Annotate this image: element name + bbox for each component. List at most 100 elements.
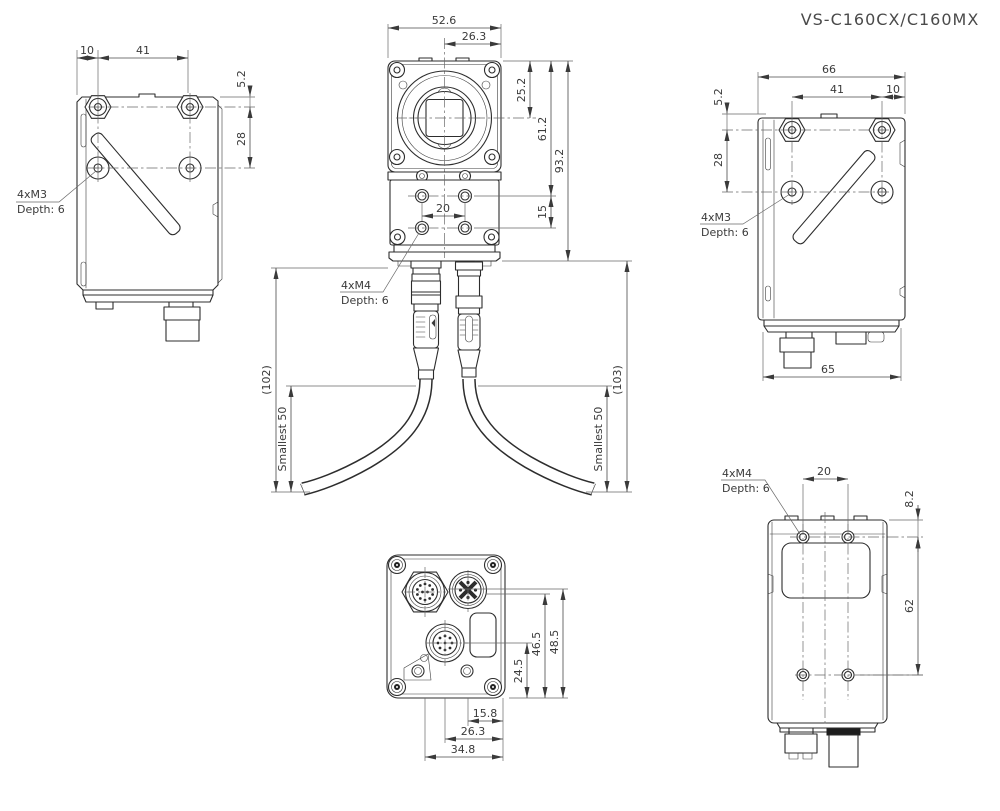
- dim-24-5: 24.5: [512, 659, 525, 684]
- connector-box-right-view: [779, 337, 815, 353]
- aux-stub: [95, 301, 114, 310]
- vent-slot-top: [80, 113, 87, 148]
- side-edge-lines: [771, 521, 884, 721]
- aux-block: [835, 331, 867, 345]
- connector-foot-2: [802, 752, 813, 760]
- note-thread-m3-right: 4xM3: [701, 211, 731, 224]
- note-depth-top: Depth: 6: [722, 482, 770, 495]
- bottom-screw-left: [411, 664, 425, 678]
- connector-box-top-view: [784, 733, 818, 754]
- bottom-face-inner: [390, 558, 502, 695]
- bottom-extension-lines: [424, 588, 568, 761]
- dim-8-2: 8.2: [903, 490, 916, 508]
- dim-10: 10: [80, 44, 94, 57]
- base-plate-right: [763, 319, 900, 333]
- top-edge-tabs: [784, 515, 868, 521]
- dim-20-top: 20: [817, 465, 831, 478]
- top-face-outline: [767, 519, 888, 724]
- label-recess: [781, 542, 871, 599]
- id-plate: [469, 612, 497, 658]
- dim-28: 28: [235, 132, 248, 146]
- knurl-band-top-view: [826, 728, 861, 736]
- vent-slot-bottom-right: [765, 285, 771, 302]
- side-panel-lip: [217, 104, 223, 284]
- extension-lines: [76, 50, 255, 98]
- vent-slot-top-right: [765, 137, 771, 171]
- dim-48-5: 48.5: [548, 630, 561, 655]
- lower-corner-screw-right: [483, 228, 500, 246]
- front-extension-lines: [271, 24, 632, 493]
- side-notches-top: [767, 573, 888, 595]
- connector-foot-1: [788, 752, 799, 760]
- connector-knurl-top-view: [828, 734, 859, 768]
- view-bottom: 15.8 26.3 34.8 24.5 46.5 48.5: [386, 554, 568, 761]
- dim-5-2-right: 5.2: [712, 88, 725, 106]
- lower-corner-screw-right-core: [487, 233, 496, 241]
- bottom-centerlines: [404, 567, 469, 666]
- lower-corner-screw-left-core: [393, 233, 402, 241]
- dim-46-5: 46.5: [530, 632, 543, 657]
- bottom-screw-left-core: [414, 667, 422, 675]
- connector-plug-right: [454, 261, 484, 378]
- note-thread-m3: 4xM3: [17, 188, 47, 201]
- dim-smallest-50-right: Smallest 50: [592, 407, 605, 472]
- dim-25-2: 25.2: [515, 78, 528, 103]
- leader-m4-top: [721, 479, 801, 535]
- connector-knurl-right-view: [783, 351, 812, 369]
- dim-93-2: 93.2: [553, 149, 566, 174]
- dim-65: 65: [821, 363, 835, 376]
- note-depth-right: Depth: 6: [701, 226, 749, 239]
- dim-15: 15: [536, 205, 549, 219]
- dim-102: (102): [260, 365, 273, 395]
- dim-41-right: 41: [830, 83, 844, 96]
- dim-34-8: 34.8: [451, 743, 476, 756]
- handle-bar: [90, 132, 181, 236]
- dim-28-right: 28: [712, 153, 725, 167]
- centerlines: [88, 93, 255, 182]
- bottom-flange: [388, 251, 501, 262]
- dim-26-3: 26.3: [462, 30, 487, 43]
- dim-66: 66: [822, 63, 836, 76]
- leader-m4: [340, 232, 420, 293]
- bottom-corner-screws: [387, 555, 503, 697]
- view-right-side: 66 41 10 5.2 28 65 4xM3 Depth: 6: [700, 63, 906, 381]
- cable-right: [462, 378, 596, 496]
- dim-41: 41: [136, 44, 150, 57]
- connector-ring: [163, 306, 201, 321]
- dim-10-right: 10: [886, 83, 900, 96]
- dim-5-2: 5.2: [235, 70, 248, 88]
- base-plate: [82, 289, 214, 303]
- dim-smallest-50-left: Smallest 50: [276, 407, 289, 472]
- leader-m3-right: [700, 193, 791, 225]
- rear-notches-right: [899, 139, 906, 299]
- dim-103: (103): [611, 365, 624, 395]
- top-tabs: [418, 57, 470, 62]
- connector-neck-right-view: [785, 331, 813, 339]
- lower-corner-screw-left: [389, 228, 406, 246]
- view-top: 20 8.2 62 4xM4 Depth: 6: [721, 465, 923, 768]
- pilot-hole: [420, 654, 428, 662]
- note-thread-m4: 4xM4: [341, 279, 371, 292]
- band-screw-right-core: [462, 173, 468, 179]
- dim-61-2: 61.2: [536, 117, 549, 142]
- note-thread-m4-top: 4xM4: [722, 467, 752, 480]
- leader-line: [16, 170, 97, 203]
- top-bump: [820, 113, 838, 119]
- camera-body-outline-right: [757, 117, 906, 321]
- top-centerlines: [790, 512, 923, 726]
- cable-left: [300, 378, 433, 496]
- bottom-screw-right-core: [463, 667, 471, 675]
- connector-neck-top-view: [788, 727, 814, 735]
- connector-knurl: [165, 319, 200, 342]
- extension-lines-right: [722, 72, 906, 381]
- dim-26-3-bottom: 26.3: [461, 725, 486, 738]
- dim-15-8: 15.8: [473, 707, 498, 720]
- note-depth-m4: Depth: 6: [341, 294, 389, 307]
- view-front: 52.6 26.3 25.2 61.2 15 93.2 20 (102) Sma…: [260, 14, 632, 496]
- connector-neck: [168, 301, 194, 308]
- top-extension-lines: [802, 484, 923, 676]
- note-depth: Depth: 6: [17, 203, 65, 216]
- bottom-screw-right: [460, 664, 474, 678]
